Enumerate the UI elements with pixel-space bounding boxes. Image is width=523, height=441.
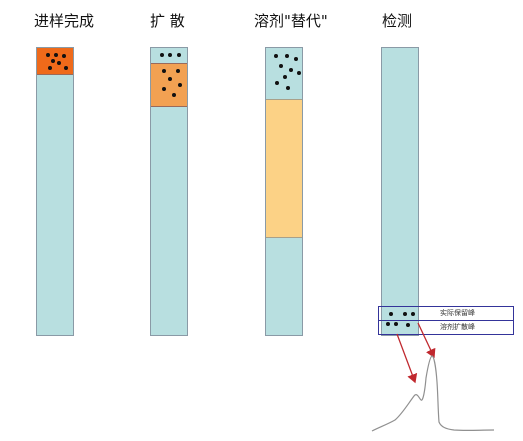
column-tube-detection [381, 47, 419, 336]
column-tube-injection [36, 47, 74, 336]
analyte-dot [406, 323, 410, 327]
sample-band [37, 48, 73, 75]
chromatogram-trace [371, 355, 495, 432]
stage-title-detection: 检测 [382, 12, 413, 30]
analyte-dot [168, 53, 172, 57]
column-tube-solvent [265, 47, 303, 336]
analyte-dot [279, 64, 283, 68]
analyte-dot [162, 69, 166, 73]
analyte-dot [411, 312, 415, 316]
stage-title-diffusion: 扩 散 [150, 12, 185, 30]
analyte-dot [286, 86, 290, 90]
analyte-dot [389, 312, 393, 316]
solvent-band [266, 99, 302, 238]
solvent-peak-box [378, 320, 514, 335]
stage-title-solvent: 溶剂"替代" [254, 12, 328, 30]
actual-peak-label: 实际保留峰 [440, 309, 475, 317]
analyte-dot [64, 66, 68, 70]
analyte-dot [275, 81, 279, 85]
analyte-dot [297, 71, 301, 75]
analyte-dot [274, 54, 278, 58]
analyte-dot [289, 68, 293, 72]
solvent-peak-label: 溶剂扩散峰 [440, 323, 475, 331]
arrow-to-solvent-peak [396, 333, 418, 384]
analyte-dot [172, 93, 176, 97]
analyte-dot [294, 57, 298, 61]
analyte-dot [162, 87, 166, 91]
analyte-dot [54, 53, 58, 57]
analyte-dot [46, 53, 50, 57]
analyte-dot [177, 53, 181, 57]
analyte-dot [403, 312, 407, 316]
analyte-dot [394, 322, 398, 326]
stage-title-injection: 进样完成 [34, 12, 95, 30]
analyte-dot [178, 83, 182, 87]
arrow-to-actual-peak [417, 322, 436, 359]
analyte-dot [176, 69, 180, 73]
analyte-dot [386, 322, 390, 326]
analyte-dot [57, 61, 61, 65]
analyte-dot [48, 66, 52, 70]
analyte-dot [160, 53, 164, 57]
analyte-dot [51, 59, 55, 63]
analyte-dot [62, 54, 66, 58]
column-tube-diffusion [150, 47, 188, 336]
analyte-dot [283, 75, 287, 79]
analyte-dot [168, 77, 172, 81]
analyte-dot [285, 54, 289, 58]
